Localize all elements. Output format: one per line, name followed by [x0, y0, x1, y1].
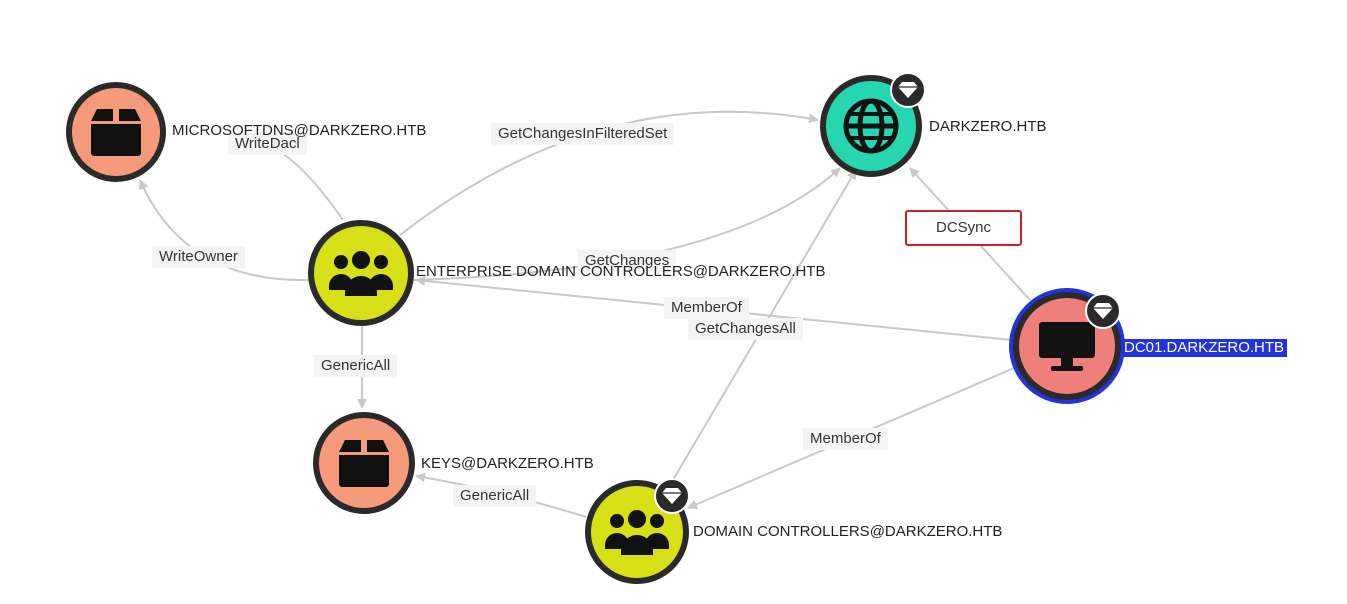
node-microsoftdns[interactable]: [66, 82, 166, 182]
users-icon: [605, 510, 669, 555]
node-label-keys[interactable]: KEYS@DARKZERO.HTB: [421, 455, 594, 472]
node-keys[interactable]: [313, 412, 415, 514]
node-label-darkzero[interactable]: DARKZERO.HTB: [929, 118, 1047, 135]
node-label-enterprise-dc[interactable]: ENTERPRISE DOMAIN CONTROLLERS@DARKZERO.H…: [416, 263, 826, 280]
node-enterprise-dc[interactable]: [308, 220, 414, 326]
globe-icon: [843, 98, 899, 154]
edge-label-genericall-dc-keys[interactable]: GenericAll: [453, 485, 537, 507]
diamond-icon: [662, 488, 682, 504]
edge-label-getchangesall[interactable]: GetChangesAll: [688, 318, 803, 340]
node-darkzero-badge: [890, 72, 926, 108]
node-label-domain-controllers[interactable]: DOMAIN CONTROLLERS@DARKZERO.HTB: [693, 523, 1003, 540]
node-dc01[interactable]: [1013, 292, 1121, 400]
box-icon: [91, 109, 141, 156]
node-domain-controllers-badge: [654, 478, 690, 514]
node-label-microsoftdns[interactable]: MICROSOFTDNS@DARKZERO.HTB: [172, 122, 427, 139]
edge-label-dcsync[interactable]: DCSync: [905, 210, 1023, 246]
edge-label-memberof-dc01-edc[interactable]: MemberOf: [664, 297, 749, 319]
edge-label-genericall-edc-keys[interactable]: GenericAll: [314, 355, 398, 377]
node-dc01-badge: [1085, 293, 1121, 329]
edge-label-memberof-dc01-dc[interactable]: MemberOf: [803, 428, 888, 450]
box-icon: [339, 440, 389, 487]
diamond-icon: [1093, 303, 1113, 319]
edge-writedacl[interactable]: [267, 144, 344, 221]
edge-getchanges[interactable]: [413, 167, 841, 281]
users-icon: [329, 251, 393, 296]
edge-label-writedacl[interactable]: WriteDacl: [228, 133, 307, 155]
diamond-icon: [898, 82, 918, 98]
edge-label-getchangesinfilteredset[interactable]: GetChangesInFilteredSet: [491, 123, 675, 145]
edge-label-getchanges[interactable]: GetChanges: [578, 250, 677, 272]
edge-label-writeowner[interactable]: WriteOwner: [152, 246, 245, 268]
node-label-dc01[interactable]: DC01.DARKZERO.HTB: [1121, 339, 1288, 357]
monitor-icon: [1039, 322, 1095, 371]
node-darkzero[interactable]: [820, 75, 922, 177]
